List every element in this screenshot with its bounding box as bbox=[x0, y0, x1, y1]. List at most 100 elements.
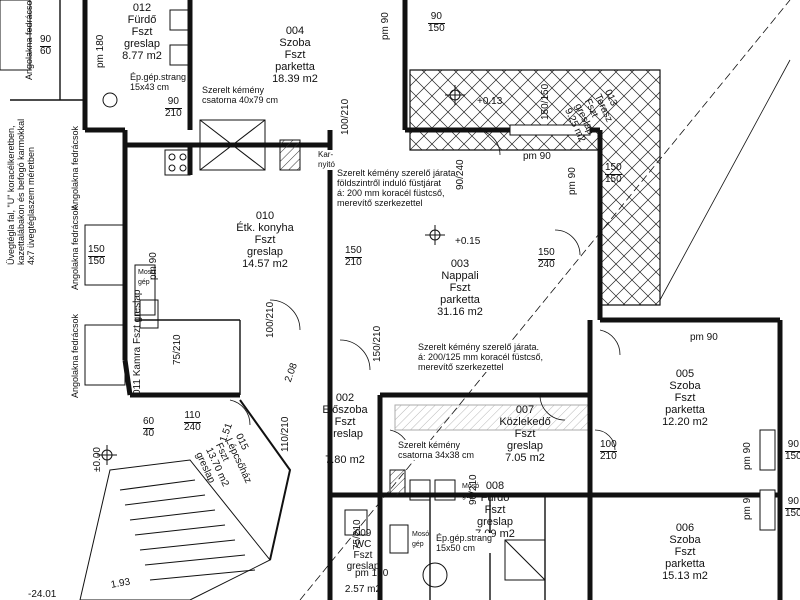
pm-label: pm 180 bbox=[355, 568, 389, 579]
room-003: 003 Nappali Fszt parketta 31.16 m2 bbox=[420, 258, 500, 318]
flue-box bbox=[199, 119, 266, 171]
room-floor: Fszt bbox=[484, 504, 506, 516]
pm-label: pm 90 bbox=[742, 442, 753, 470]
note-shaft-bottom: Ép.gép.strang 15x50 cm bbox=[436, 533, 493, 553]
room-floor: Fszt bbox=[353, 550, 373, 561]
dim-w: 110 bbox=[184, 410, 201, 423]
room-surface: parketta bbox=[440, 294, 480, 306]
room-surface: parketta bbox=[665, 404, 705, 416]
window-frame bbox=[759, 429, 776, 471]
note-light-well-2: Angolakna fedrácsok bbox=[70, 205, 80, 290]
dim-w: 150 bbox=[345, 245, 362, 258]
room-floor: Fszt bbox=[284, 49, 306, 61]
room-surface: parketta bbox=[665, 558, 705, 570]
dim-w: 100 bbox=[265, 321, 276, 338]
section-line bbox=[299, 0, 791, 600]
room-surface: greslap bbox=[246, 246, 284, 258]
room-area: 14.57 m2 bbox=[242, 258, 288, 270]
room-floor: Fszt bbox=[514, 428, 536, 440]
dim-w: 90 bbox=[468, 493, 479, 505]
note-light-well-1: Angolakna fedrácsok bbox=[24, 0, 34, 80]
room-floor: Fszt bbox=[674, 546, 696, 558]
note-chimney-top: Szerelt kémény csatorna 40x79 cm bbox=[202, 85, 279, 105]
staircase bbox=[79, 399, 292, 600]
dim-h: 210 bbox=[352, 519, 363, 537]
room-num: 012 bbox=[132, 2, 152, 14]
room-area: 18.39 m2 bbox=[272, 73, 318, 85]
dim-90-240: 90/240 bbox=[455, 159, 466, 190]
dim-h: 210 bbox=[345, 257, 362, 268]
room-surface: parketta bbox=[275, 61, 315, 73]
dim-150-210-b: 150/210 bbox=[372, 325, 383, 362]
note-flue-1: Szerelt kémény szerelő járata földszintr… bbox=[337, 168, 456, 208]
room-area: 2.57 m2 bbox=[344, 584, 382, 595]
dim-h: 210 bbox=[265, 301, 276, 319]
chimney-shaft-2 bbox=[389, 469, 406, 496]
fixtures bbox=[102, 9, 546, 588]
dim-100-210-b: 100/210 bbox=[265, 301, 276, 338]
section-line-2 bbox=[659, 59, 791, 301]
chimney-shaft bbox=[279, 139, 301, 171]
note-chimney-mid: Szerelt kémény csatorna 34x38 cm bbox=[398, 440, 475, 460]
note-light-well-4: Angolakna fedrácsok bbox=[70, 125, 80, 210]
level-markers bbox=[97, 85, 465, 465]
note-washer-2: Mosó gép bbox=[462, 483, 480, 500]
door-swings bbox=[229, 129, 621, 456]
dim-h: 210 bbox=[165, 108, 182, 119]
room-011: 011 Kamra Fszt greslap bbox=[132, 290, 143, 395]
room-surface: greslap bbox=[476, 516, 514, 528]
room-name: Közlekedő bbox=[499, 416, 551, 428]
note-light-well-3: Angolakna fedrácsok bbox=[70, 313, 80, 398]
pm-label: pm 90 bbox=[742, 492, 753, 520]
room-006: 006 Szoba Fszt parketta 15.13 m2 bbox=[645, 522, 725, 582]
room-area: 7.05 m2 bbox=[505, 452, 545, 464]
dim-w: 110 bbox=[280, 436, 291, 452]
room-floor: Fszt bbox=[674, 392, 696, 404]
dim-h: 150 bbox=[428, 23, 445, 34]
dim-h: 210 bbox=[468, 474, 479, 492]
room-name: Fürdő bbox=[480, 492, 510, 504]
room-num: 003 bbox=[450, 258, 470, 270]
dim-110-210: 110/210 bbox=[280, 416, 291, 452]
dim-h: 60 bbox=[40, 46, 52, 57]
level-entry: ±0.00 bbox=[92, 447, 103, 472]
dim-h: 240 bbox=[184, 422, 201, 433]
room-name: Szoba bbox=[279, 37, 311, 49]
room-floor: Fszt bbox=[131, 26, 153, 38]
pm-label: pm 90 bbox=[148, 252, 159, 280]
window-frame-2 bbox=[759, 489, 776, 531]
note-washer: Mosó gép bbox=[412, 531, 430, 548]
room-num: 005 bbox=[675, 368, 695, 380]
note-shaft-top: Ép.gép.strang 15x43 cm bbox=[130, 72, 187, 92]
dim-h: 150 bbox=[88, 256, 105, 267]
room-area: 12.20 m2 bbox=[662, 416, 708, 428]
shaft-box-2 bbox=[509, 124, 591, 136]
room-num: 004 bbox=[285, 25, 305, 37]
room-surface: greslap bbox=[346, 561, 380, 572]
note-flue-2: Szerelt kémény szerelő járata. á: 200/12… bbox=[418, 342, 544, 372]
room-004: 004 Szoba Fszt parketta 18.39 m2 bbox=[255, 25, 335, 85]
dim-w: 75 bbox=[352, 538, 363, 550]
room-num: 007 bbox=[515, 404, 535, 416]
note-dryer: Mosó gép bbox=[138, 269, 156, 286]
room-name: Előszoba bbox=[322, 404, 368, 416]
dim-w: 90 bbox=[455, 178, 466, 190]
dim-h: 240 bbox=[538, 259, 555, 270]
room-area: 31.16 m2 bbox=[437, 306, 483, 318]
room-area: 7.80 m2 bbox=[325, 454, 365, 466]
dim-h: 150 bbox=[605, 174, 622, 185]
room-name: Fürdő bbox=[127, 14, 157, 26]
room-floor: Fszt bbox=[449, 282, 471, 294]
pm-label: pm 90 bbox=[523, 151, 551, 162]
pm-label: pm 90 bbox=[690, 332, 718, 343]
room-num: 010 bbox=[255, 210, 275, 222]
dim-h: 210 bbox=[372, 325, 383, 343]
dim-75-210-b: 75/210 bbox=[352, 519, 363, 550]
